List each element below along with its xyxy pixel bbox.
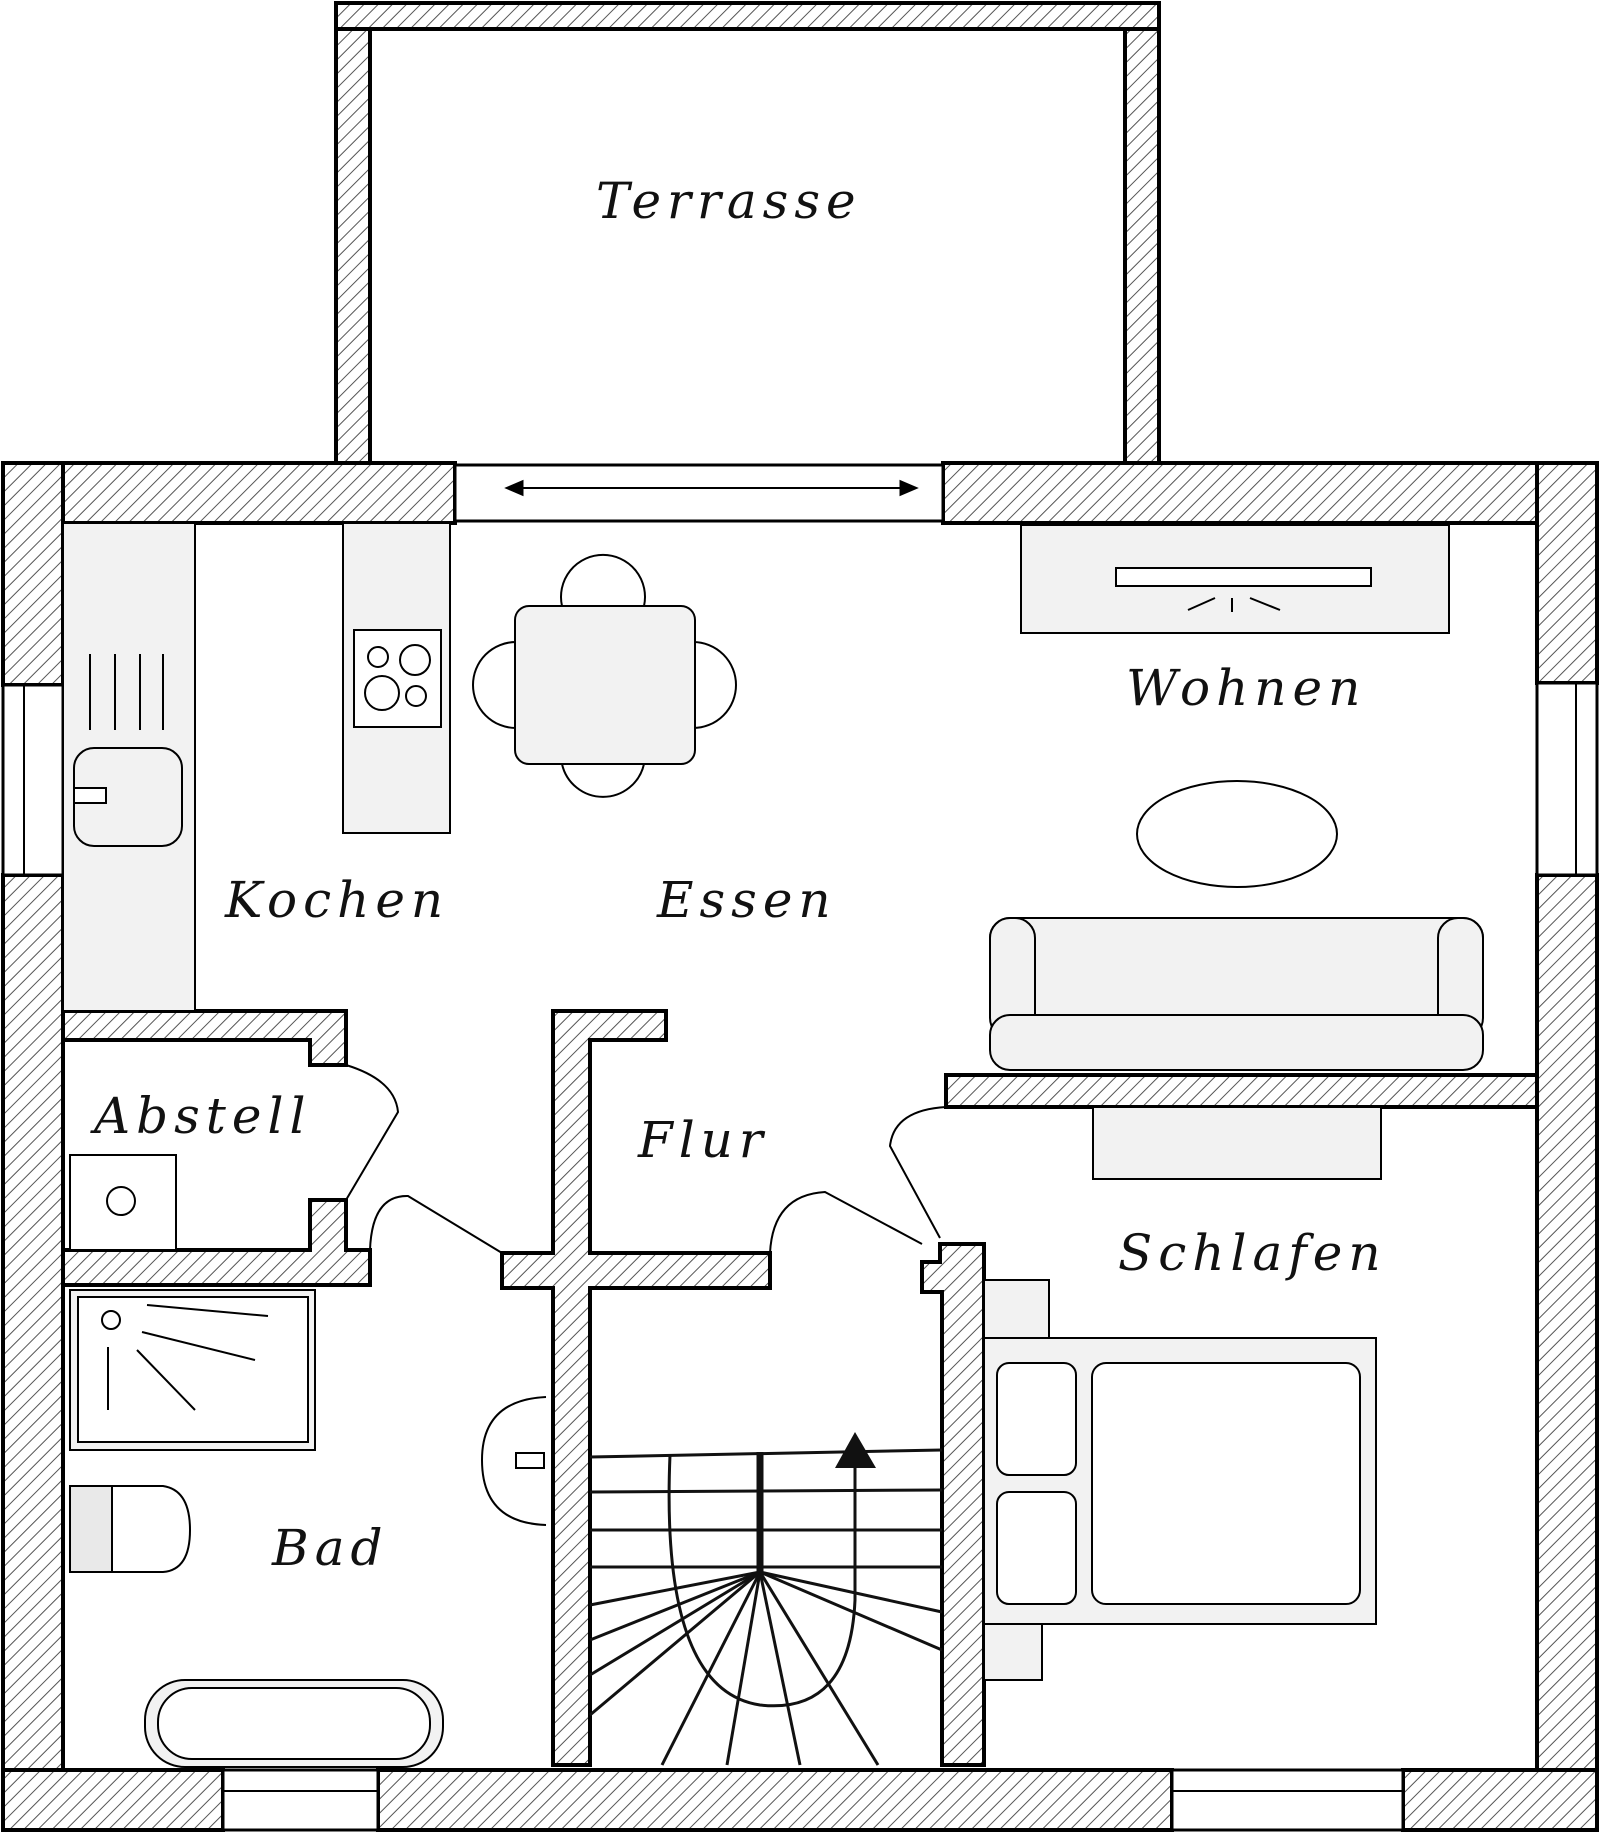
chair-bottom [560,763,646,798]
staircase [589,1432,943,1766]
sofa-back [989,917,1484,1016]
outer-wall-bottom-left [1,1768,225,1832]
nightstand-top [983,1279,1050,1339]
terrace-wall-right [1123,1,1161,465]
doors [345,1064,947,1526]
wardrobe [1092,1106,1382,1180]
bedroom-wall-left [920,1242,986,1767]
terrace-wall-top [334,1,1161,31]
bedroom-wall-top [944,1073,1539,1109]
sofa-seat [989,1014,1484,1071]
label-essen: Essen [656,871,837,929]
terrace-sliding-door [453,463,945,523]
mattress [1091,1362,1361,1605]
window-bottom-left [221,1768,380,1832]
outer-wall-top-left [1,461,457,525]
tv [1115,567,1372,587]
outer-wall-left-lower [1,873,65,1832]
stair-walkline [667,1454,857,1708]
label-abstell: Abstell [90,1087,311,1145]
stair-direction-arrow [835,1432,876,1468]
door-bad-wc [480,1396,547,1526]
chair-right [692,640,737,730]
pillow-top [996,1362,1077,1476]
outer-wall-right-lower [1535,873,1599,1832]
door-hall-right [769,1190,923,1254]
chair-left [472,640,517,730]
door-bedroom [888,1106,947,1239]
room-labels: Terrasse Wohnen Kochen Essen Abstell Flu… [90,172,1387,1577]
chair-top [560,553,646,607]
window-bottom-right [1170,1768,1405,1832]
door-bad [369,1194,503,1254]
outer-wall-left-upper [1,461,65,687]
outer-wall-bottom-mid [376,1768,1174,1832]
terrace-wall-left [334,1,372,465]
dining-table [514,605,696,765]
label-terrasse: Terrasse [596,172,862,230]
coffee-table [1136,780,1338,888]
label-wohnen: Wohnen [1126,659,1366,717]
label-kochen: Kochen [224,871,449,929]
furniture [62,522,1484,1768]
outer-wall-top-right [941,461,1599,525]
windows [1,463,1599,1832]
nightstand-bottom [983,1621,1043,1681]
outer-wall-right-upper [1535,461,1599,685]
label-flur: Flur [637,1111,769,1169]
cooktop [353,629,442,728]
pillow-bottom [996,1491,1077,1605]
hall-wall-center [500,1009,772,1767]
window-right [1535,681,1599,877]
label-schlafen: Schlafen [1118,1224,1387,1282]
label-bad: Bad [271,1519,389,1577]
abstell-wall-top [61,1009,348,1067]
window-left [1,683,65,877]
door-abstell [345,1064,400,1201]
outer-wall-bottom-right [1401,1768,1599,1832]
abstell-wall-bottom [61,1198,372,1287]
